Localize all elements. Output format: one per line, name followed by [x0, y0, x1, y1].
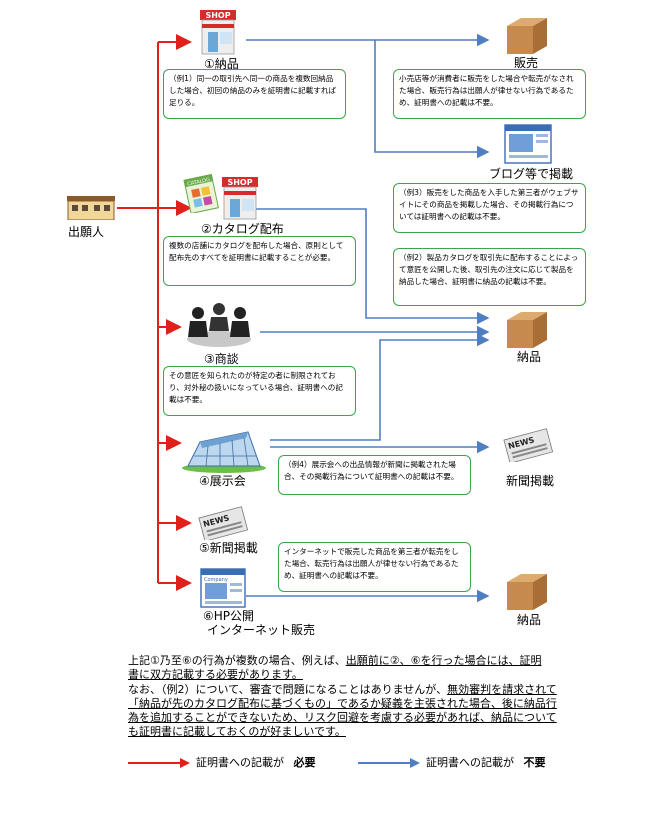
hp-label-line1: ⑥HP公開 — [203, 609, 255, 623]
note-negotiation: その意匠を知られたのが特定の者に制限されており、対外秘の扱いになっている場合、証… — [163, 366, 356, 416]
shop-icon-text: SHOP — [205, 11, 230, 20]
shop-icon: SHOP — [200, 10, 242, 58]
news-target-label: 新聞掲載 — [506, 474, 555, 488]
blog-label: ブログ等で掲載 — [489, 167, 574, 181]
newspaper-icon: NEWS — [502, 428, 554, 464]
legend-not-required-word: 不要 — [523, 756, 546, 769]
required-arrows — [117, 34, 192, 591]
negotiation-label: ③商談 — [204, 352, 239, 366]
applicant-building-icon — [67, 196, 115, 221]
shop-icon-2: SHOP — [222, 177, 262, 221]
legend-blue-arrow — [358, 758, 420, 768]
footer-line-3b: 無効審判を請求されて — [447, 683, 557, 696]
exhibition-label: ④展示会 — [199, 474, 246, 488]
delivery-label: ①納品 — [204, 57, 239, 71]
blog-page-icon — [504, 124, 552, 164]
note-internet: インターネットで販売した商品を第三者が転売をした場合、転売行為は出願人が律せない… — [278, 542, 471, 592]
catalog-icon: CATALOG — [183, 173, 220, 215]
catalog-label: ②カタログ配布 — [201, 222, 284, 236]
shop-icon-2-text: SHOP — [227, 178, 252, 187]
footer-line-3a: なお、（例2）について、審査で問題になることはありませんが、 — [128, 683, 448, 696]
footer-line-1b: 出願前に②、⑥を行った場合には、証明 — [345, 654, 542, 667]
legend-red-arrow — [128, 758, 190, 768]
footer-line-1: 上記①乃至⑥の行為が複数の場合、例えば、出願前に②、⑥を行った場合には、証明 — [128, 654, 541, 668]
footer-line-4: 「納品が先のカタログ配布に基づくもの」であるか疑義を主張された場合、後に納品行 — [128, 697, 557, 710]
delivery-bottom-label: 納品 — [517, 613, 542, 627]
applicant-label: 出願人 — [68, 225, 105, 239]
catalog-icon-text: CATALOG — [187, 177, 211, 188]
delivery-mid-label: 納品 — [517, 350, 542, 364]
webpage-icon: Company — [200, 568, 246, 608]
legend-not-required-prefix: 証明書への記載が — [426, 756, 514, 769]
note-example-4: （例4）展示会への出品情報が新聞に掲載された場合、その掲載行為について証明書への… — [278, 455, 471, 495]
legend-required-prefix: 証明書への記載が — [196, 756, 284, 769]
footer-line-1a: 上記①乃至⑥の行為が複数の場合、例えば、 — [128, 654, 346, 667]
meeting-people-icon — [182, 299, 256, 351]
footer-line-5: 為を追加することができないため、リスク回避を考慮する必要があれば、納品について — [128, 711, 557, 724]
legend-required-text: 証明書への記載が 必要 — [196, 756, 316, 770]
box-icon-2 — [507, 312, 547, 348]
box-icon-3 — [507, 574, 547, 610]
footer-line-2: 書に双方記載する必要があります。 — [128, 668, 303, 681]
legend-not-required-text: 証明書への記載が 不要 — [426, 756, 546, 770]
legend-required-word: 必要 — [293, 756, 316, 769]
newspaper-icon-2: NEWS — [197, 506, 249, 542]
hp-label-line2: インターネット販売 — [207, 623, 316, 637]
newspaper-label: ⑤新聞掲載 — [199, 541, 258, 555]
exhibition-building-icon — [180, 424, 268, 474]
note-catalog: 複数の店舗にカタログを配布した場合、原則として配布先のすべてを証明書に記載するこ… — [163, 236, 356, 286]
note-resale: 小売店等が消費者に販売をした場合や転売がなされた場合、販売行為は出願人が律せない… — [393, 69, 586, 119]
note-example-3: （例3）販売をした商品を入手した第三者がウェブサイトにその商品を掲載した場合、そ… — [393, 183, 586, 233]
webpage-icon-text: Company — [204, 577, 228, 583]
footer-line-3: なお、（例2）について、審査で問題になることはありませんが、無効審判を請求されて — [128, 683, 557, 697]
not-required-arrows — [246, 33, 490, 603]
note-example-2: （例2）製品カタログを取引先に配布することによって意匠を公開した後、取引先の注文… — [393, 248, 586, 306]
box-icon — [507, 18, 547, 54]
note-example-1: （例1）同一の取引先へ同一の商品を複数回納品した場合、初回の納品のみを証明書に記… — [163, 69, 346, 119]
sales-label: 販売 — [514, 56, 539, 70]
footer-line-6: も証明書に記載しておくのが好ましいです。 — [128, 725, 346, 738]
